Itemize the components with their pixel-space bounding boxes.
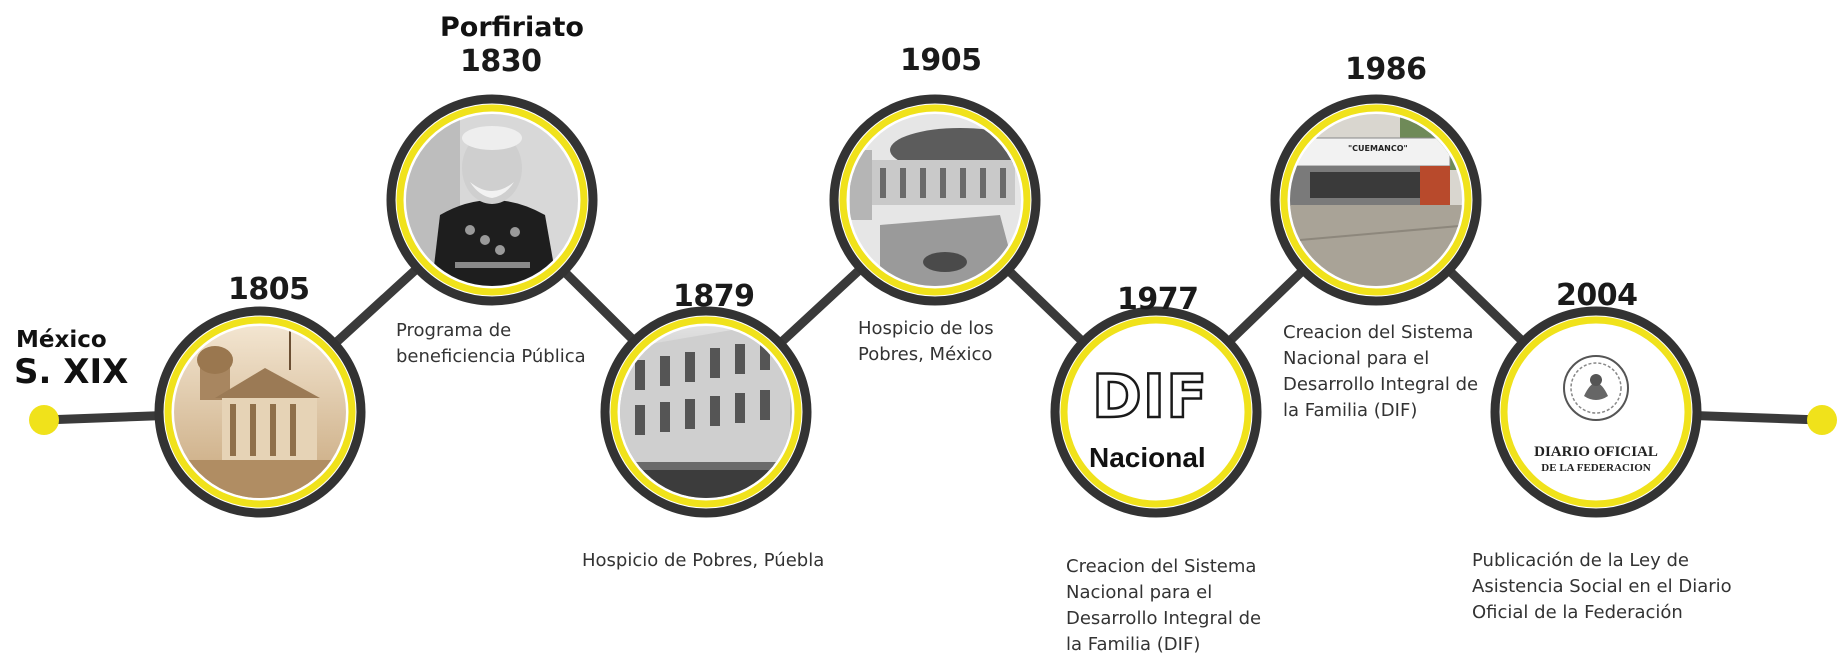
node-1830 (386, 94, 598, 306)
diario-oficial-title: DIARIO OFICIAL (1534, 444, 1658, 460)
dif-logo-subtitle: Nacional (1089, 442, 1206, 473)
intro-label-mexico: México (16, 327, 107, 353)
end-dot (1807, 405, 1837, 435)
intro-label-century: S. XIX (14, 352, 129, 392)
caption-1977: Creacion del Sistema Nacional para el De… (1066, 556, 1262, 655)
photo-building-street-crowd (620, 326, 792, 498)
node-1879 (600, 306, 812, 518)
node-1905 (829, 94, 1041, 306)
year-2004: 2004 (1556, 278, 1638, 313)
year-1830: 1830 (460, 44, 542, 79)
year-1805: 1805 (228, 272, 310, 307)
node-1986 (1270, 94, 1482, 306)
node-1805 (154, 306, 366, 518)
year-1977: 1977 (1117, 282, 1199, 317)
era-label-porfiriato: Porfiriato (440, 12, 584, 43)
caption-1830: Programa de beneficiencia Pública (396, 320, 586, 367)
node-1977 (1050, 306, 1262, 518)
node-2004 (1490, 306, 1702, 518)
start-dot (29, 405, 59, 435)
building-sign-text: "CUEMANCO" (1348, 144, 1408, 153)
portrait-photo-general (406, 114, 578, 286)
year-1879: 1879 (673, 279, 755, 314)
year-1986: 1986 (1345, 52, 1427, 87)
caption-2004: Publicación de la Ley de Asistencia Soci… (1472, 550, 1732, 623)
photo-building-cuemanco (1290, 114, 1462, 286)
caption-1986: Creacion del Sistema Nacional para el De… (1283, 322, 1479, 421)
diario-oficial-subtitle: DE LA FEDERACION (1541, 462, 1651, 474)
caption-1879: Hospicio de Pobres, Púebla (582, 550, 825, 571)
dif-logo-text: DIF (1091, 361, 1209, 434)
caption-1905: Hospicio de los Pobres, México (858, 318, 994, 365)
seal-emblem (1563, 355, 1629, 421)
year-1905: 1905 (900, 43, 982, 78)
